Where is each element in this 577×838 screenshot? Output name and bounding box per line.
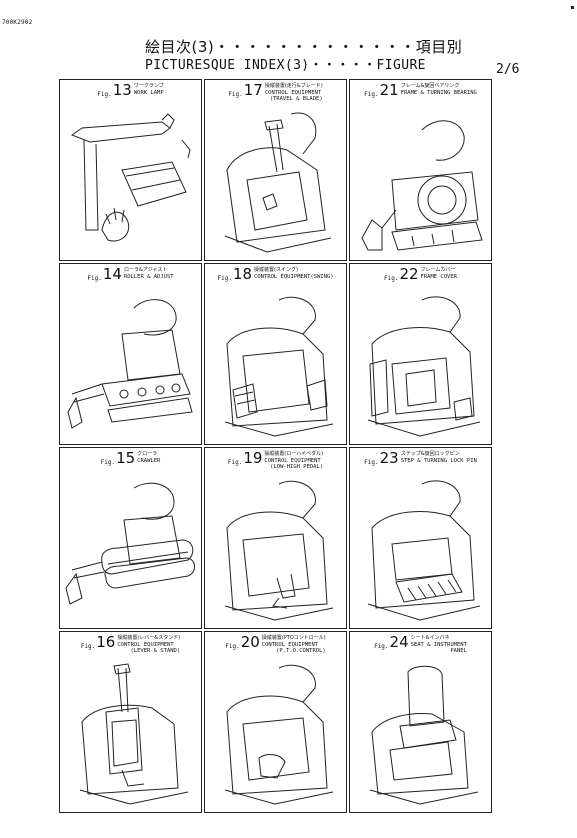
fig-prefix: Fig. bbox=[228, 91, 243, 98]
pto-control-drawing bbox=[207, 662, 344, 810]
fig-prefix: Fig. bbox=[80, 643, 96, 650]
figure-title-japanese: クローラ bbox=[137, 451, 158, 457]
travel-blade-control-drawing bbox=[207, 110, 344, 258]
figure-title-japanese: シート&インパネ bbox=[410, 635, 450, 641]
fig-prefix: Fig. bbox=[374, 643, 389, 650]
figure-title-english: CONTROL EQUIPMENT bbox=[261, 641, 319, 648]
figure-number: 15 bbox=[116, 449, 136, 467]
page-title-english: PICTURESQUE INDEX(3)・・・・・FIGURE bbox=[145, 58, 426, 73]
figure-title-japanese: ステップ&旋回ロックピン bbox=[400, 451, 460, 457]
fig-prefix: Fig. bbox=[100, 459, 116, 466]
fig-prefix: Fig. bbox=[384, 275, 399, 282]
document-code: 700K2902 bbox=[2, 19, 33, 26]
frame-cover-drawing bbox=[352, 294, 489, 442]
fig-prefix: Fig. bbox=[364, 459, 379, 466]
corner-mark bbox=[571, 6, 574, 9]
figure-number: 18 bbox=[232, 265, 253, 283]
figure-number: 14 bbox=[102, 265, 122, 283]
frame-bearing-drawing bbox=[352, 110, 489, 258]
figure-title-japanese: ローラ&アジャスト bbox=[123, 267, 168, 273]
figure-title-english: CRAWLER bbox=[137, 457, 161, 464]
figure-number: 20 bbox=[240, 633, 260, 651]
fig-prefix: Fig. bbox=[227, 459, 243, 466]
fig-prefix: Fig. bbox=[217, 275, 232, 282]
page-title-japanese: 絵目次(3)・・・・・・・・・・・・・項目別 bbox=[145, 38, 463, 56]
figure-subtitle-english: (LOW-HIGH PEDAL) bbox=[270, 464, 324, 470]
figure-title-japanese: 操縦装置(スイング) bbox=[254, 267, 298, 273]
figure-number: 16 bbox=[96, 633, 116, 651]
fig-prefix: Fig. bbox=[87, 275, 102, 282]
figure-title-japanese: 操縦装置(PTOコントロール) bbox=[261, 635, 326, 641]
figure-number: 13 bbox=[112, 81, 132, 99]
figure-subtitle-english: (LEVER & STAND) bbox=[130, 648, 181, 654]
swing-control-drawing bbox=[207, 294, 344, 442]
figure-title-english: WORK LAMP bbox=[133, 89, 164, 96]
figure-subtitle-english: PANEL bbox=[450, 648, 467, 654]
figure-title-english: ROLLER & ADJUST bbox=[123, 273, 174, 280]
figure-title-japanese: ワークランプ bbox=[133, 83, 164, 89]
figure-title-japanese: フレームカバー bbox=[420, 267, 456, 273]
seat-panel-drawing bbox=[352, 662, 489, 810]
figure-title-english: SEAT & INSTRUMENT bbox=[410, 641, 467, 648]
figure-title-english: CONTROL EQUIPMENT(SWING) bbox=[254, 273, 334, 280]
figure-number: 21 bbox=[379, 81, 399, 99]
figure-title-english: CONTROL EQUIPMENT bbox=[117, 641, 174, 648]
figure-number: 24 bbox=[389, 633, 409, 651]
figure-title-japanese: 操縦装置(レバー&スタンド) bbox=[117, 635, 181, 641]
fig-prefix: Fig. bbox=[97, 91, 112, 98]
step-lock-pin-drawing bbox=[352, 478, 489, 626]
crawler-drawing bbox=[62, 478, 199, 626]
figure-title-english: FRAME & TURNING BEARING bbox=[400, 89, 477, 96]
figure-subtitle-english: (TRAVEL & BLADE) bbox=[269, 96, 323, 102]
fig-prefix: Fig. bbox=[225, 643, 240, 650]
figure-number: 17 bbox=[243, 81, 263, 99]
work-lamp-drawing bbox=[62, 110, 199, 258]
figure-title-english: STEP & TURNING LOCK PIN bbox=[400, 457, 477, 464]
figure-title-japanese: 操縦装置(ローハイペダル) bbox=[264, 451, 324, 457]
low-high-pedal-drawing bbox=[207, 478, 344, 626]
figure-title-english: CONTROL EQUIPMENT bbox=[264, 89, 322, 96]
figure-title-japanese: 操縦装置(走行&ブレード) bbox=[264, 83, 323, 89]
figure-number: 23 bbox=[379, 449, 399, 467]
figure-number: 19 bbox=[243, 449, 263, 467]
lever-stand-drawing bbox=[62, 662, 199, 810]
figure-title-japanese: フレーム&旋回ベアリング bbox=[400, 83, 460, 89]
roller-adjust-drawing bbox=[62, 294, 199, 442]
figure-title-english: FRAME COVER bbox=[420, 273, 457, 280]
page-number: 2/6 bbox=[496, 62, 520, 77]
fig-prefix: Fig. bbox=[364, 91, 379, 98]
figure-number: 22 bbox=[399, 265, 419, 283]
figure-subtitle-english: (P.T.O.CONTROL) bbox=[276, 648, 326, 654]
figure-title-english: CONTROL EQUIPMENT bbox=[264, 457, 321, 464]
